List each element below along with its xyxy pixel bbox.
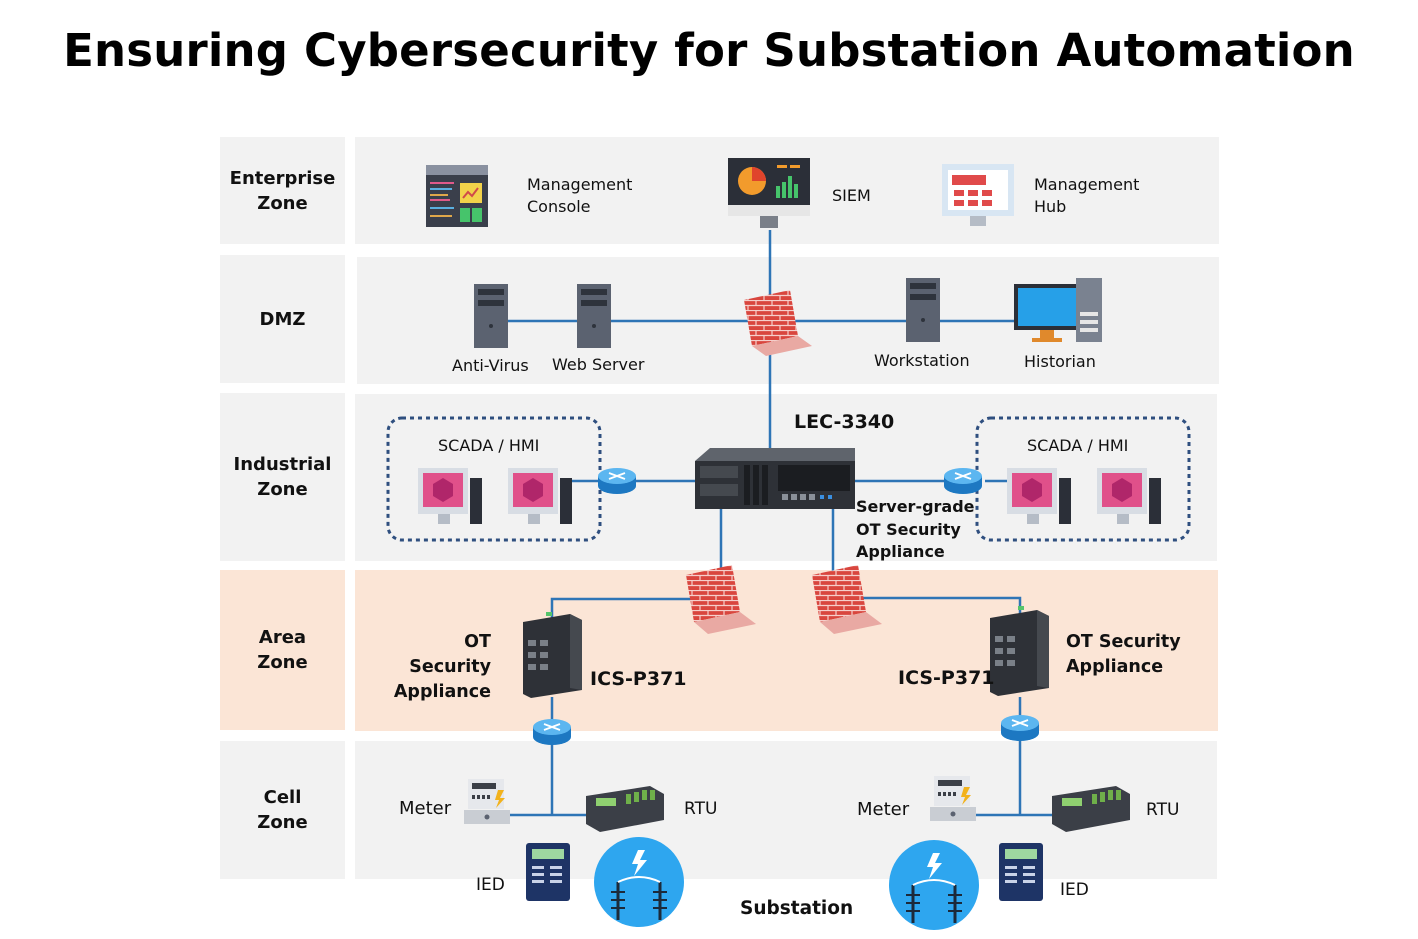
scada-group-right <box>975 416 1191 542</box>
anti-virus-label: Anti-Virus <box>452 356 529 375</box>
management-hub-label: Management Hub <box>1034 175 1140 216</box>
scada-hmi-icon <box>418 468 482 524</box>
network-switch-icon <box>944 468 982 494</box>
web-server-label: Web Server <box>552 355 645 374</box>
rtu-icon <box>586 786 664 832</box>
meter-icon <box>464 779 510 824</box>
server-grade-appliance-label: Server-grade OT Security Appliance <box>856 497 975 561</box>
meter-icon <box>930 776 976 821</box>
substation-icon <box>889 840 979 930</box>
zone-label-industrial: Industrial Zone <box>220 393 345 561</box>
management-console-label: Management Console <box>527 175 633 216</box>
zone-label-enterprise: Enterprise Zone <box>220 137 345 244</box>
scada-hmi-label-right: SCADA / HMI <box>1027 436 1129 455</box>
management-hub-icon <box>942 164 1014 226</box>
siem-icon <box>728 158 810 228</box>
network-switch-icon <box>1001 715 1039 741</box>
rtu-label-left: RTU <box>684 799 718 819</box>
ied-label-right: IED <box>1060 880 1089 900</box>
workstation-icon <box>906 278 940 342</box>
scada-group-left <box>386 416 602 542</box>
management-console-icon <box>426 165 488 227</box>
scada-hmi-icon <box>1007 468 1071 524</box>
scada-hmi-icon <box>1097 468 1161 524</box>
meter-label-right: Meter <box>857 799 910 820</box>
firewall-icon <box>744 290 812 356</box>
workstation-label: Workstation <box>874 351 970 370</box>
historian-icon <box>1014 278 1102 342</box>
ied-icon <box>526 843 570 901</box>
lec-3340-label: LEC-3340 <box>794 411 895 433</box>
web-server-icon <box>577 284 611 348</box>
page-title: Ensuring Cybersecurity for Substation Au… <box>63 24 1355 77</box>
network-switch-icon <box>598 468 636 494</box>
ied-label-left: IED <box>476 875 505 895</box>
scada-hmi-label-left: SCADA / HMI <box>438 436 540 455</box>
scada-hmi-icon <box>508 468 572 524</box>
firewall-icon <box>812 565 882 634</box>
historian-label: Historian <box>1024 352 1096 371</box>
network-switch-icon <box>533 719 571 745</box>
substation-icon <box>594 837 684 927</box>
lec-3340-appliance-icon <box>695 448 855 509</box>
substation-label: Substation <box>740 898 854 919</box>
zone-label-cell: Cell Zone <box>220 741 345 879</box>
ics-p371-label-left: ICS-P371 <box>590 668 687 690</box>
firewall-icon <box>686 565 756 634</box>
zone-label-dmz: DMZ <box>220 255 345 383</box>
rtu-label-right: RTU <box>1146 800 1180 820</box>
ics-p371-label-right: ICS-P371 <box>898 667 995 689</box>
anti-virus-server-icon <box>474 284 508 348</box>
zone-label-area: Area Zone <box>220 570 345 730</box>
siem-label: SIEM <box>832 186 871 205</box>
ied-icon <box>999 843 1043 901</box>
rtu-icon <box>1052 786 1130 832</box>
ics-p371-appliance-icon <box>523 612 582 698</box>
ot-security-appliance-label-right: OT Security Appliance <box>1066 632 1181 677</box>
ot-security-appliance-label-left: OT Security Appliance <box>393 632 491 702</box>
meter-label-left: Meter <box>399 798 452 819</box>
ics-p371-appliance-icon <box>990 606 1049 696</box>
area-zone-band <box>355 570 1218 731</box>
